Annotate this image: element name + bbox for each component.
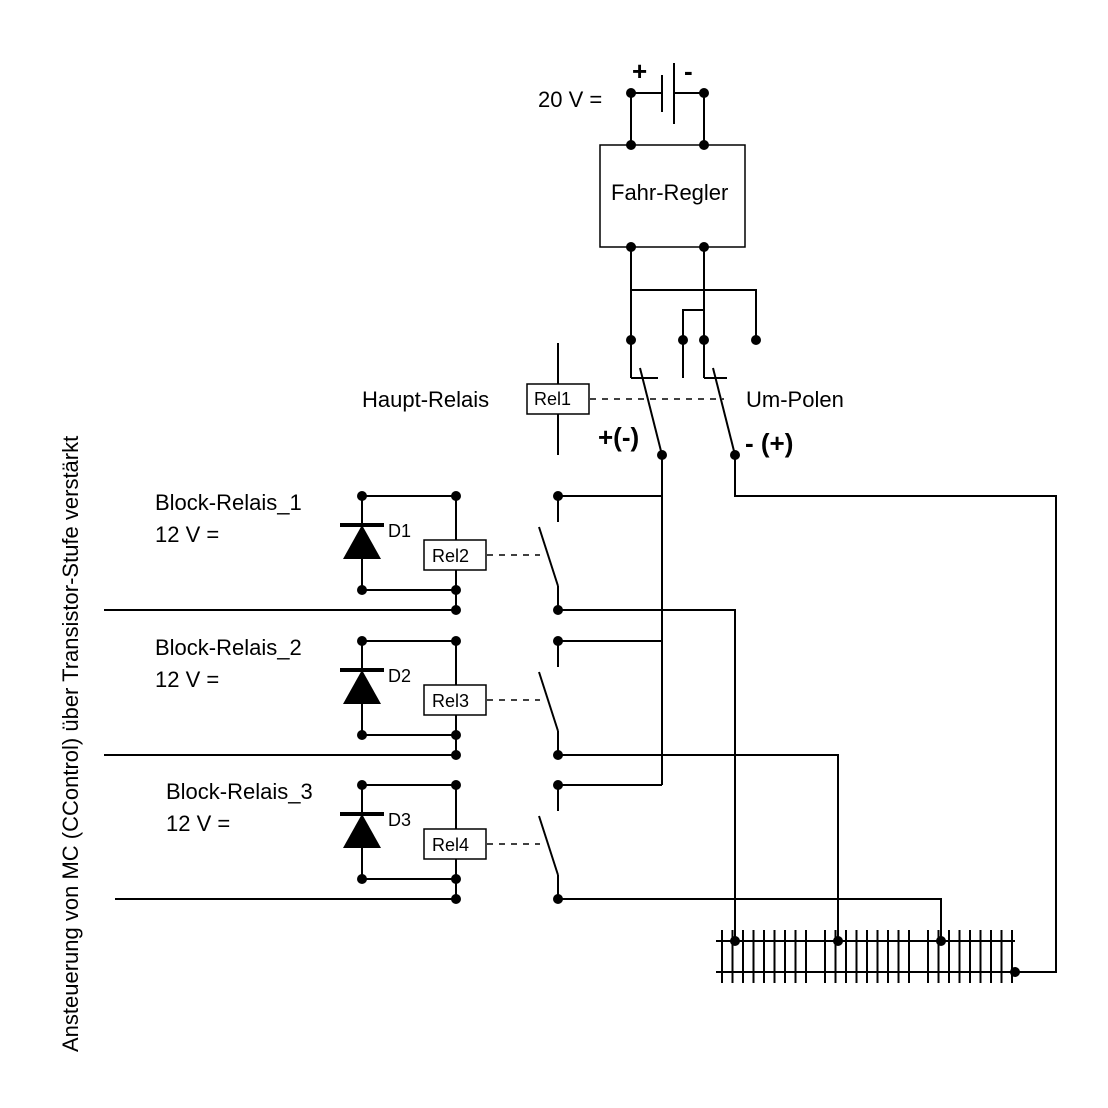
main-relay-name: Rel1 [534,389,571,409]
diode-label: D1 [388,521,411,541]
regulator-label: Fahr-Regler [611,180,728,205]
block-relay-voltage: 12 V = [166,811,230,836]
main-relay-box [526,383,590,415]
block-relay-label: Block-Relais_1 [155,490,302,515]
block-relay-voltage: 12 V = [155,522,219,547]
block-relay-name: Rel2 [432,546,469,566]
main-relay-label: Haupt-Relais [362,387,489,412]
block-relay-box [423,684,487,716]
block-relay-box [423,539,487,571]
diode-symbol [343,670,381,704]
supply-voltage-label: 20 V = [538,87,602,112]
track-layer [716,930,1020,983]
block-relay-label: Block-Relais_2 [155,635,302,660]
reversing-wiring [626,247,761,460]
reverse-label: Um-Polen [746,387,844,412]
regulator-box [599,144,746,248]
block-relay-name: Rel3 [432,691,469,711]
track-section-2 [824,930,910,983]
diode-label: D3 [388,810,411,830]
polarity-left-label: +(-) [598,422,639,452]
diode-symbol [343,525,381,559]
block-relay-voltage: 12 V = [155,667,219,692]
diode-symbol [343,814,381,848]
block-relay-box [423,828,487,860]
track-section-3 [927,930,1013,983]
block-relay-name: Rel4 [432,835,469,855]
supply-minus-label: - [684,56,693,86]
block-relays-layer: Block-Relais_1 12 V = D1Rel2Block-Relais_2… [104,490,946,946]
supply-plus-label: + [632,56,647,86]
track-section-1 [721,930,807,983]
block-relay-label: Block-Relais_3 [166,779,313,804]
polarity-right-label: - (+) [745,428,793,458]
diode-label: D2 [388,666,411,686]
side-control-label: Ansteuerung von MC (CControl) über Trans… [58,436,83,1052]
